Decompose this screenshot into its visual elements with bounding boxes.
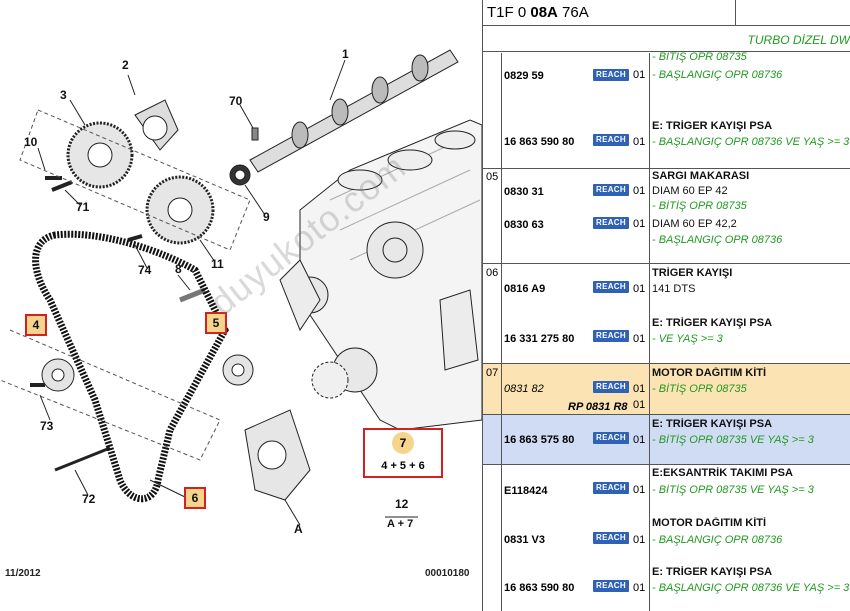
row-qty: 01 — [633, 484, 646, 496]
table-group-06: 06 TRİGER KAYIŞI 0816 A9 REACH 01 141 DT… — [483, 264, 850, 364]
row-desc: - BİTİŞ OPR 08735 — [652, 51, 747, 63]
part-code-bold: 08A — [530, 4, 558, 21]
callout-70: 70 — [229, 94, 243, 108]
callout-3: 3 — [60, 88, 67, 102]
callout-A: A — [294, 522, 303, 536]
table-header: T1F 0 08A 76A — [483, 0, 850, 26]
row-qty: 01 — [633, 434, 646, 446]
callout-5-boxed: 5 — [205, 312, 227, 334]
row-desc: DIAM 60 EP 42,2 — [652, 218, 737, 230]
reach-badge: REACH — [593, 69, 629, 81]
callout-10: 10 — [24, 135, 38, 149]
row-qty: 01 — [633, 582, 646, 594]
callout-72: 72 — [82, 492, 96, 506]
diagram-code: 00010180 — [425, 568, 470, 579]
row-desc: 141 DTS — [652, 283, 696, 295]
reach-badge: REACH — [593, 134, 629, 146]
reach-badge: REACH — [593, 281, 629, 293]
reach-badge: REACH — [593, 532, 629, 544]
kit-7-number: 7 — [392, 432, 414, 454]
reach-badge: REACH — [593, 217, 629, 229]
row-qty: 01 — [633, 333, 646, 345]
callout-6-boxed: 6 — [184, 487, 206, 509]
part-number[interactable]: 16 863 590 80 — [504, 136, 575, 148]
table-group-rest: E:EKSANTRİK TAKIMI PSA E118424 REACH 01 … — [483, 465, 850, 611]
reach-badge: REACH — [593, 432, 629, 444]
kit-7-box: 7 4 + 5 + 6 — [363, 428, 443, 478]
row-desc: - BAŞLANGIÇ OPR 08736 VE YAŞ >= 3 — [652, 136, 850, 148]
header-empty-cell — [735, 0, 850, 26]
group-number: 06 — [486, 267, 499, 279]
row-desc: E:EKSANTRİK TAKIMI PSA — [652, 467, 793, 479]
part-number[interactable]: 16 331 275 80 — [504, 333, 575, 345]
engine-title: TURBO DİZEL DW — [483, 26, 850, 52]
callout-2: 2 — [122, 58, 129, 72]
row-desc: E: TRİGER KAYIŞI PSA — [652, 418, 773, 430]
part-number[interactable]: 0831 V3 — [504, 534, 545, 546]
row-qty: 01 — [633, 399, 646, 411]
reach-badge: REACH — [593, 482, 629, 494]
row-desc: - BAŞLANGIÇ OPR 08736 — [652, 234, 783, 246]
table-group-07[interactable]: 07 MOTOR DAĞITIM KİTİ 0831 82 REACH 01 -… — [483, 364, 850, 415]
callout-8: 8 — [175, 262, 182, 276]
part-number[interactable]: RP 0831 R8 — [568, 401, 628, 413]
callout-73: 73 — [40, 419, 54, 433]
row-qty: 01 — [633, 136, 646, 148]
row-desc: TRİGER KAYIŞI — [652, 267, 733, 279]
row-qty: 01 — [633, 534, 646, 546]
callout-71: 71 — [76, 200, 90, 214]
group-number: 07 — [486, 367, 499, 379]
part-number[interactable]: 0830 31 — [504, 186, 544, 198]
callout-9: 9 — [263, 210, 270, 224]
kit-12-formula: A + 7 — [387, 518, 414, 530]
row-qty: 01 — [633, 185, 646, 197]
row-desc: SARGI MAKARASI — [652, 170, 750, 182]
table-group-cont: - BİTİŞ OPR 08735 0829 59 REACH 01 - BAŞ… — [483, 51, 850, 169]
parts-table: T1F 0 08A 76A TURBO DİZEL DW - BİTİŞ OPR… — [482, 0, 850, 611]
part-number[interactable]: 0831 82 — [504, 383, 544, 395]
row-desc: - BİTİŞ OPR 08735 VE YAŞ >= 3 — [652, 434, 814, 446]
reach-badge: REACH — [593, 184, 629, 196]
row-qty: 01 — [633, 69, 646, 81]
reach-badge: REACH — [593, 580, 629, 592]
row-desc: - BİTİŞ OPR 08735 — [652, 383, 747, 395]
kit-7-formula: 4 + 5 + 6 — [381, 460, 425, 472]
group-number: 05 — [486, 171, 499, 183]
row-desc: - BİTİŞ OPR 08735 VE YAŞ >= 3 — [652, 484, 814, 496]
row-qty: 01 — [633, 383, 646, 395]
row-desc: MOTOR DAĞITIM KİTİ — [652, 517, 767, 529]
row-desc: - VE YAŞ >= 3 — [652, 333, 723, 345]
table-row-selected[interactable]: E: TRİGER KAYIŞI PSA 16 863 575 80 REACH… — [483, 415, 850, 465]
row-qty: 01 — [633, 218, 646, 230]
row-desc: MOTOR DAĞITIM KİTİ — [652, 367, 767, 379]
part-code-suffix: 76A — [557, 4, 589, 21]
callout-11: 11 — [211, 257, 224, 271]
part-number[interactable]: 0830 63 — [504, 219, 544, 231]
part-number[interactable]: 16 863 575 80 — [504, 434, 575, 446]
engine-timing-illustration — [0, 49, 482, 526]
row-desc: E: TRİGER KAYIŞI PSA — [652, 120, 773, 132]
row-desc: - BAŞLANGIÇ OPR 08736 — [652, 69, 783, 81]
part-number[interactable]: E118424 — [504, 485, 548, 497]
table-group-05: 05 SARGI MAKARASI 0830 31 REACH 01 DIAM … — [483, 169, 850, 264]
reach-badge: REACH — [593, 381, 629, 393]
part-code-prefix: T1F 0 — [487, 4, 531, 21]
row-desc: E: TRİGER KAYIŞI PSA — [652, 317, 773, 329]
callout-74: 74 — [138, 263, 152, 277]
diagram-date: 11/2012 — [5, 568, 41, 579]
row-qty: 01 — [633, 283, 646, 295]
row-desc: E: TRİGER KAYIŞI PSA — [652, 566, 773, 578]
row-desc: - BAŞLANGIÇ OPR 08736 — [652, 534, 783, 546]
callout-1: 1 — [342, 47, 349, 61]
row-desc: - BAŞLANGIÇ OPR 08736 VE YAŞ >= 3 — [652, 582, 850, 594]
row-desc: - BİTİŞ OPR 08735 — [652, 200, 747, 212]
part-number[interactable]: 16 863 590 80 — [504, 582, 575, 594]
reach-badge: REACH — [593, 330, 629, 342]
callout-12: 12 — [395, 497, 409, 511]
exploded-parts-diagram: 1 2 3 70 10 71 9 11 74 8 4 5 73 6 72 A 7… — [0, 47, 482, 579]
part-number[interactable]: 0816 A9 — [504, 283, 546, 295]
part-number[interactable]: 0829 59 — [504, 70, 544, 82]
callout-4-boxed: 4 — [25, 314, 47, 336]
row-desc: DIAM 60 EP 42 — [652, 185, 728, 197]
